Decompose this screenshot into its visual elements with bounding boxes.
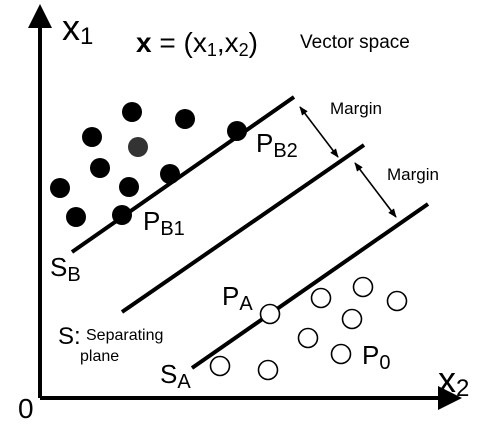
hollow-point [386,290,408,312]
hollow-point [209,355,231,377]
hollow-point [352,276,374,298]
vector-formula: x = (x1,x2) [136,27,258,60]
margin-label-top: Margin [330,99,382,118]
pb2-label: PB2 [256,128,298,162]
p0-label: P0 [362,340,390,374]
class-b-points [50,102,247,227]
pa-label: PA [222,281,253,315]
filled-point [160,164,180,184]
x-axis-label: x2 [438,359,469,402]
filled-point [50,178,70,198]
y-axis-arrow-icon [28,4,52,28]
filled-point [82,127,102,147]
filled-point [175,109,195,129]
hollow-point [257,359,279,381]
plane-sb [70,95,296,254]
pb1-label: PB1 [143,206,185,240]
separating-plane [120,143,366,314]
filled-point [66,207,86,227]
filled-point [119,177,139,197]
origin-label: 0 [18,393,34,424]
margin-arrow-top [299,106,339,158]
separating-text-line2: plane [80,348,119,365]
y-axis-label: x1 [62,7,93,50]
hollow-point [341,308,363,330]
point-pb2 [227,121,247,141]
filled-point [128,137,148,157]
point-p0 [330,343,352,365]
point-pb1 [112,205,132,225]
vector-space-caption: Vector space [300,32,410,53]
separating-text-line1: Separating [86,327,163,344]
class-a-points [209,276,408,381]
sa-label: SA [160,359,191,393]
hollow-point [310,287,332,309]
point-pa [259,303,281,325]
filled-point [90,158,110,178]
x-axis-arrow-icon [438,386,462,410]
margin-label-bottom: Margin [387,165,439,184]
s-label: S: [58,323,81,350]
margin-arrow-bottom [354,162,397,218]
hollow-point [297,327,319,349]
sb-label: SB [50,252,81,286]
plane-sa [190,202,430,370]
filled-point [122,102,142,122]
